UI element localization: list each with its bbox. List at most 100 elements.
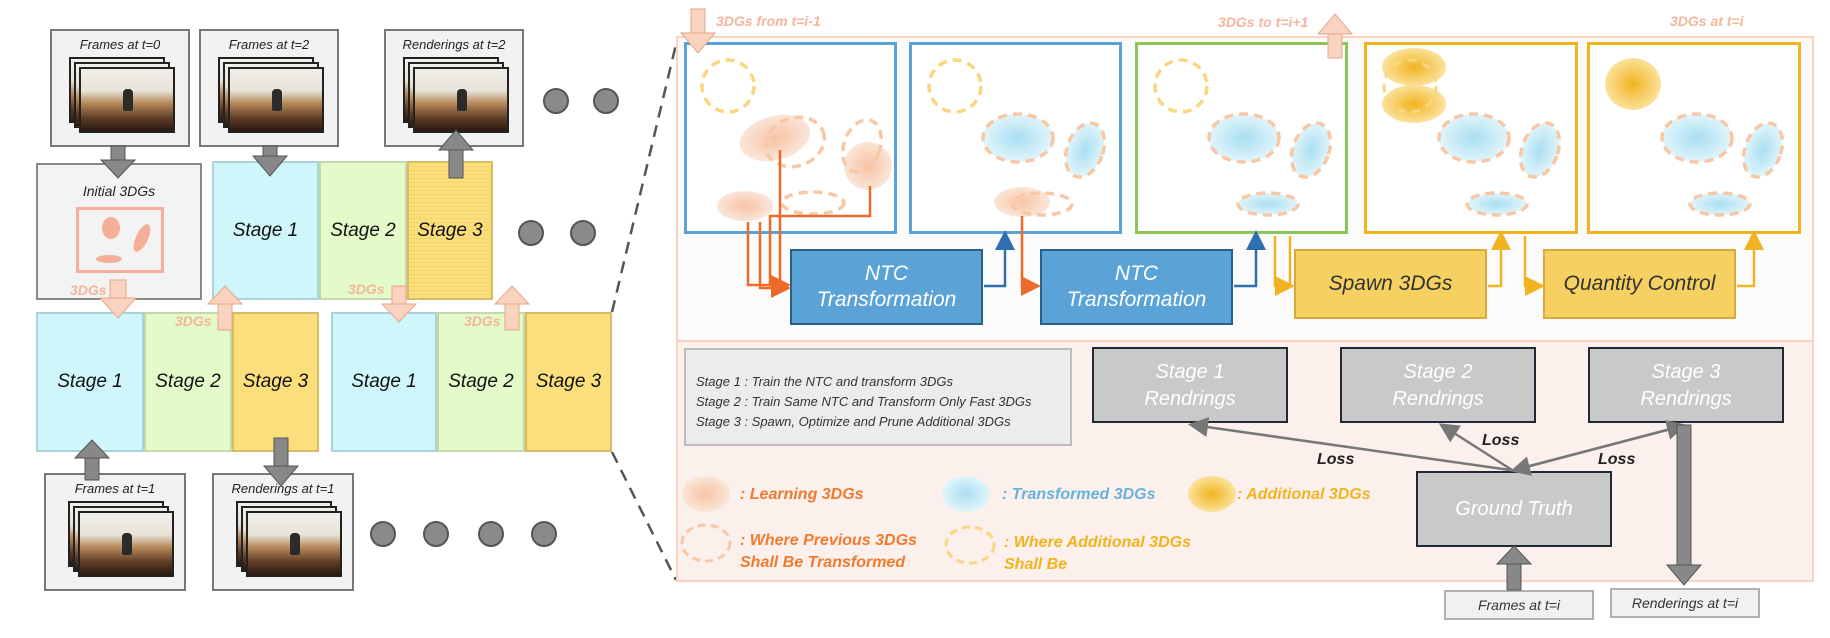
prev-dashed-ellipse: [1236, 191, 1300, 217]
orange-connector: [778, 150, 786, 292]
upper-stage1: Stage 1: [212, 161, 319, 300]
initial-gaussian-blob: [96, 255, 122, 263]
renderings-t1-box: Renderings at t=1: [212, 473, 354, 591]
frame-stack-front: [78, 511, 174, 577]
up-arrow-icon: [73, 439, 111, 481]
from-label: 3DGs from t=i-1: [716, 13, 821, 29]
prev-dashed-ellipse: [1660, 112, 1734, 164]
quantity-label: Quantity Control: [1563, 272, 1716, 295]
legend-learning-text: : Learning 3DGs: [740, 486, 864, 503]
ntc-label: NTC Transformation: [816, 262, 957, 311]
transformed-gaussian: [1520, 122, 1560, 178]
stage-label: Stage 2: [330, 219, 396, 241]
prev-dashed-ellipse: [1741, 121, 1785, 179]
prev-dashed-ellipse: [780, 190, 846, 216]
yellow-connector: [1737, 230, 1764, 288]
initial-gaussian-blob: [102, 217, 120, 239]
zoom-line: [610, 35, 680, 313]
stage-desc-line: Stage 1 : Train the NTC and transform 3D…: [696, 374, 953, 389]
ellipsis-dot: [543, 88, 569, 114]
frame-stack-front: [246, 511, 342, 577]
3dgs-label: 3DGs: [464, 313, 501, 329]
stage-label: Stage 2: [155, 371, 221, 392]
loss-arrow: [1188, 417, 1511, 472]
additional-gaussian: [1605, 58, 1661, 110]
legend-prev-icon: [680, 523, 732, 563]
frame-stack-front: [79, 67, 175, 133]
ground-truth-label: Ground Truth: [1455, 497, 1573, 520]
legend-transformed-text: : Transformed 3DGs: [1002, 486, 1156, 503]
stage-label: Stage 2: [448, 371, 514, 392]
spawn-3dgs-box: Spawn 3DGs: [1294, 249, 1487, 319]
ellipsis-dot: [570, 220, 596, 246]
prev-dashed-ellipse: [1518, 121, 1562, 179]
learning-gaussian: [739, 114, 811, 162]
renderings-ti-label: Renderings at t=i: [1631, 595, 1739, 611]
target-dashed-ellipse: [1382, 58, 1438, 114]
up-arrow-icon: [493, 285, 531, 331]
3dgs-label: 3DGs: [348, 281, 385, 297]
stage3-rendering-box: Stage 3 Rendrings: [1588, 347, 1784, 423]
transformed-gaussian: [1439, 114, 1509, 162]
frames-ti-label: Frames at t=i: [1477, 597, 1561, 613]
rendering-subtitle: Rendrings: [1392, 388, 1484, 410]
blue-connector: [1234, 230, 1266, 288]
upper-stage3: Stage 3: [407, 161, 493, 300]
ntc-label: NTC Transformation: [1066, 262, 1207, 311]
loss-arrow: [1510, 424, 1683, 476]
transformed-gaussian: [1209, 114, 1279, 162]
initial-3dgs-label: Initial 3DGs: [82, 183, 156, 199]
stage-label: Stage 3: [242, 371, 309, 392]
frame-stack-front: [413, 67, 509, 133]
additional-gaussian: [1382, 48, 1446, 86]
lower-right-stage2: Stage 2: [437, 312, 525, 452]
down-arrow-icon: [679, 8, 717, 54]
transformed-gaussian: [1291, 122, 1331, 178]
target-dashed-ellipse: [700, 58, 756, 114]
legend-additional-place-icon: [944, 525, 996, 565]
ellipsis-dot: [478, 521, 504, 547]
stage-desc-line: Stage 3 : Spawn, Optimize and Prune Addi…: [696, 414, 1011, 429]
frames-t1-label: Frames at t=1: [74, 481, 156, 496]
initial-3dgs-frame: [76, 207, 164, 273]
stage-description-box: Stage 1 : Train the NTC and transform 3D…: [684, 348, 1072, 446]
stage-label: Stage 3: [535, 371, 602, 392]
frame-stack-front: [228, 67, 324, 133]
ellipsis-dot: [593, 88, 619, 114]
legend-transformed-icon: [942, 476, 990, 512]
spawn-label: Spawn 3DGs: [1328, 272, 1453, 295]
ellipsis-dot: [370, 521, 396, 547]
up-arrow-icon: [437, 129, 475, 179]
prev-dashed-ellipse: [981, 112, 1055, 164]
loss-arrow: [1438, 423, 1513, 472]
stage1-rendering-box: Stage 1 Rendrings: [1092, 347, 1288, 423]
ellipsis-dot: [423, 521, 449, 547]
renderings-t1-label: Renderings at t=1: [231, 481, 335, 496]
up-arrow-icon: [206, 285, 244, 331]
3dgs-output-label: 3DGs: [70, 282, 107, 298]
down-arrow-icon: [99, 145, 137, 179]
transformed-gaussian: [1743, 122, 1783, 178]
transformed-gaussian: [1662, 114, 1732, 162]
lower-left-stage3: Stage 3: [232, 312, 319, 452]
legend-add-text-2: Shall Be: [1004, 556, 1068, 573]
lower-left-stage2: Stage 2: [144, 312, 232, 452]
yellow-connector: [1273, 236, 1295, 296]
transformed-gaussian: [1467, 193, 1527, 215]
loss-label: Loss: [1317, 451, 1355, 468]
ellipsis-dot: [518, 220, 544, 246]
stage-label: Stage 1: [57, 371, 123, 392]
stage-label: Stage 1: [351, 371, 417, 392]
lower-left-stage1: Stage 1: [36, 312, 144, 452]
stage-label: Stage 1: [232, 219, 299, 241]
upper-stage2: Stage 2: [319, 161, 407, 300]
rendering-title: Stage 1: [1155, 361, 1225, 383]
at-label: 3DGs at t=i: [1670, 13, 1744, 29]
legend-prev-text: : Where Previous 3DGs: [740, 532, 917, 549]
lower-right-stage3: Stage 3: [525, 312, 612, 452]
orange-connector: [1020, 216, 1041, 296]
legend-add-text: : Where Additional 3DGs: [1004, 534, 1191, 551]
rendering-subtitle: Rendrings: [1640, 388, 1732, 410]
down-arrow-icon: [262, 437, 300, 487]
